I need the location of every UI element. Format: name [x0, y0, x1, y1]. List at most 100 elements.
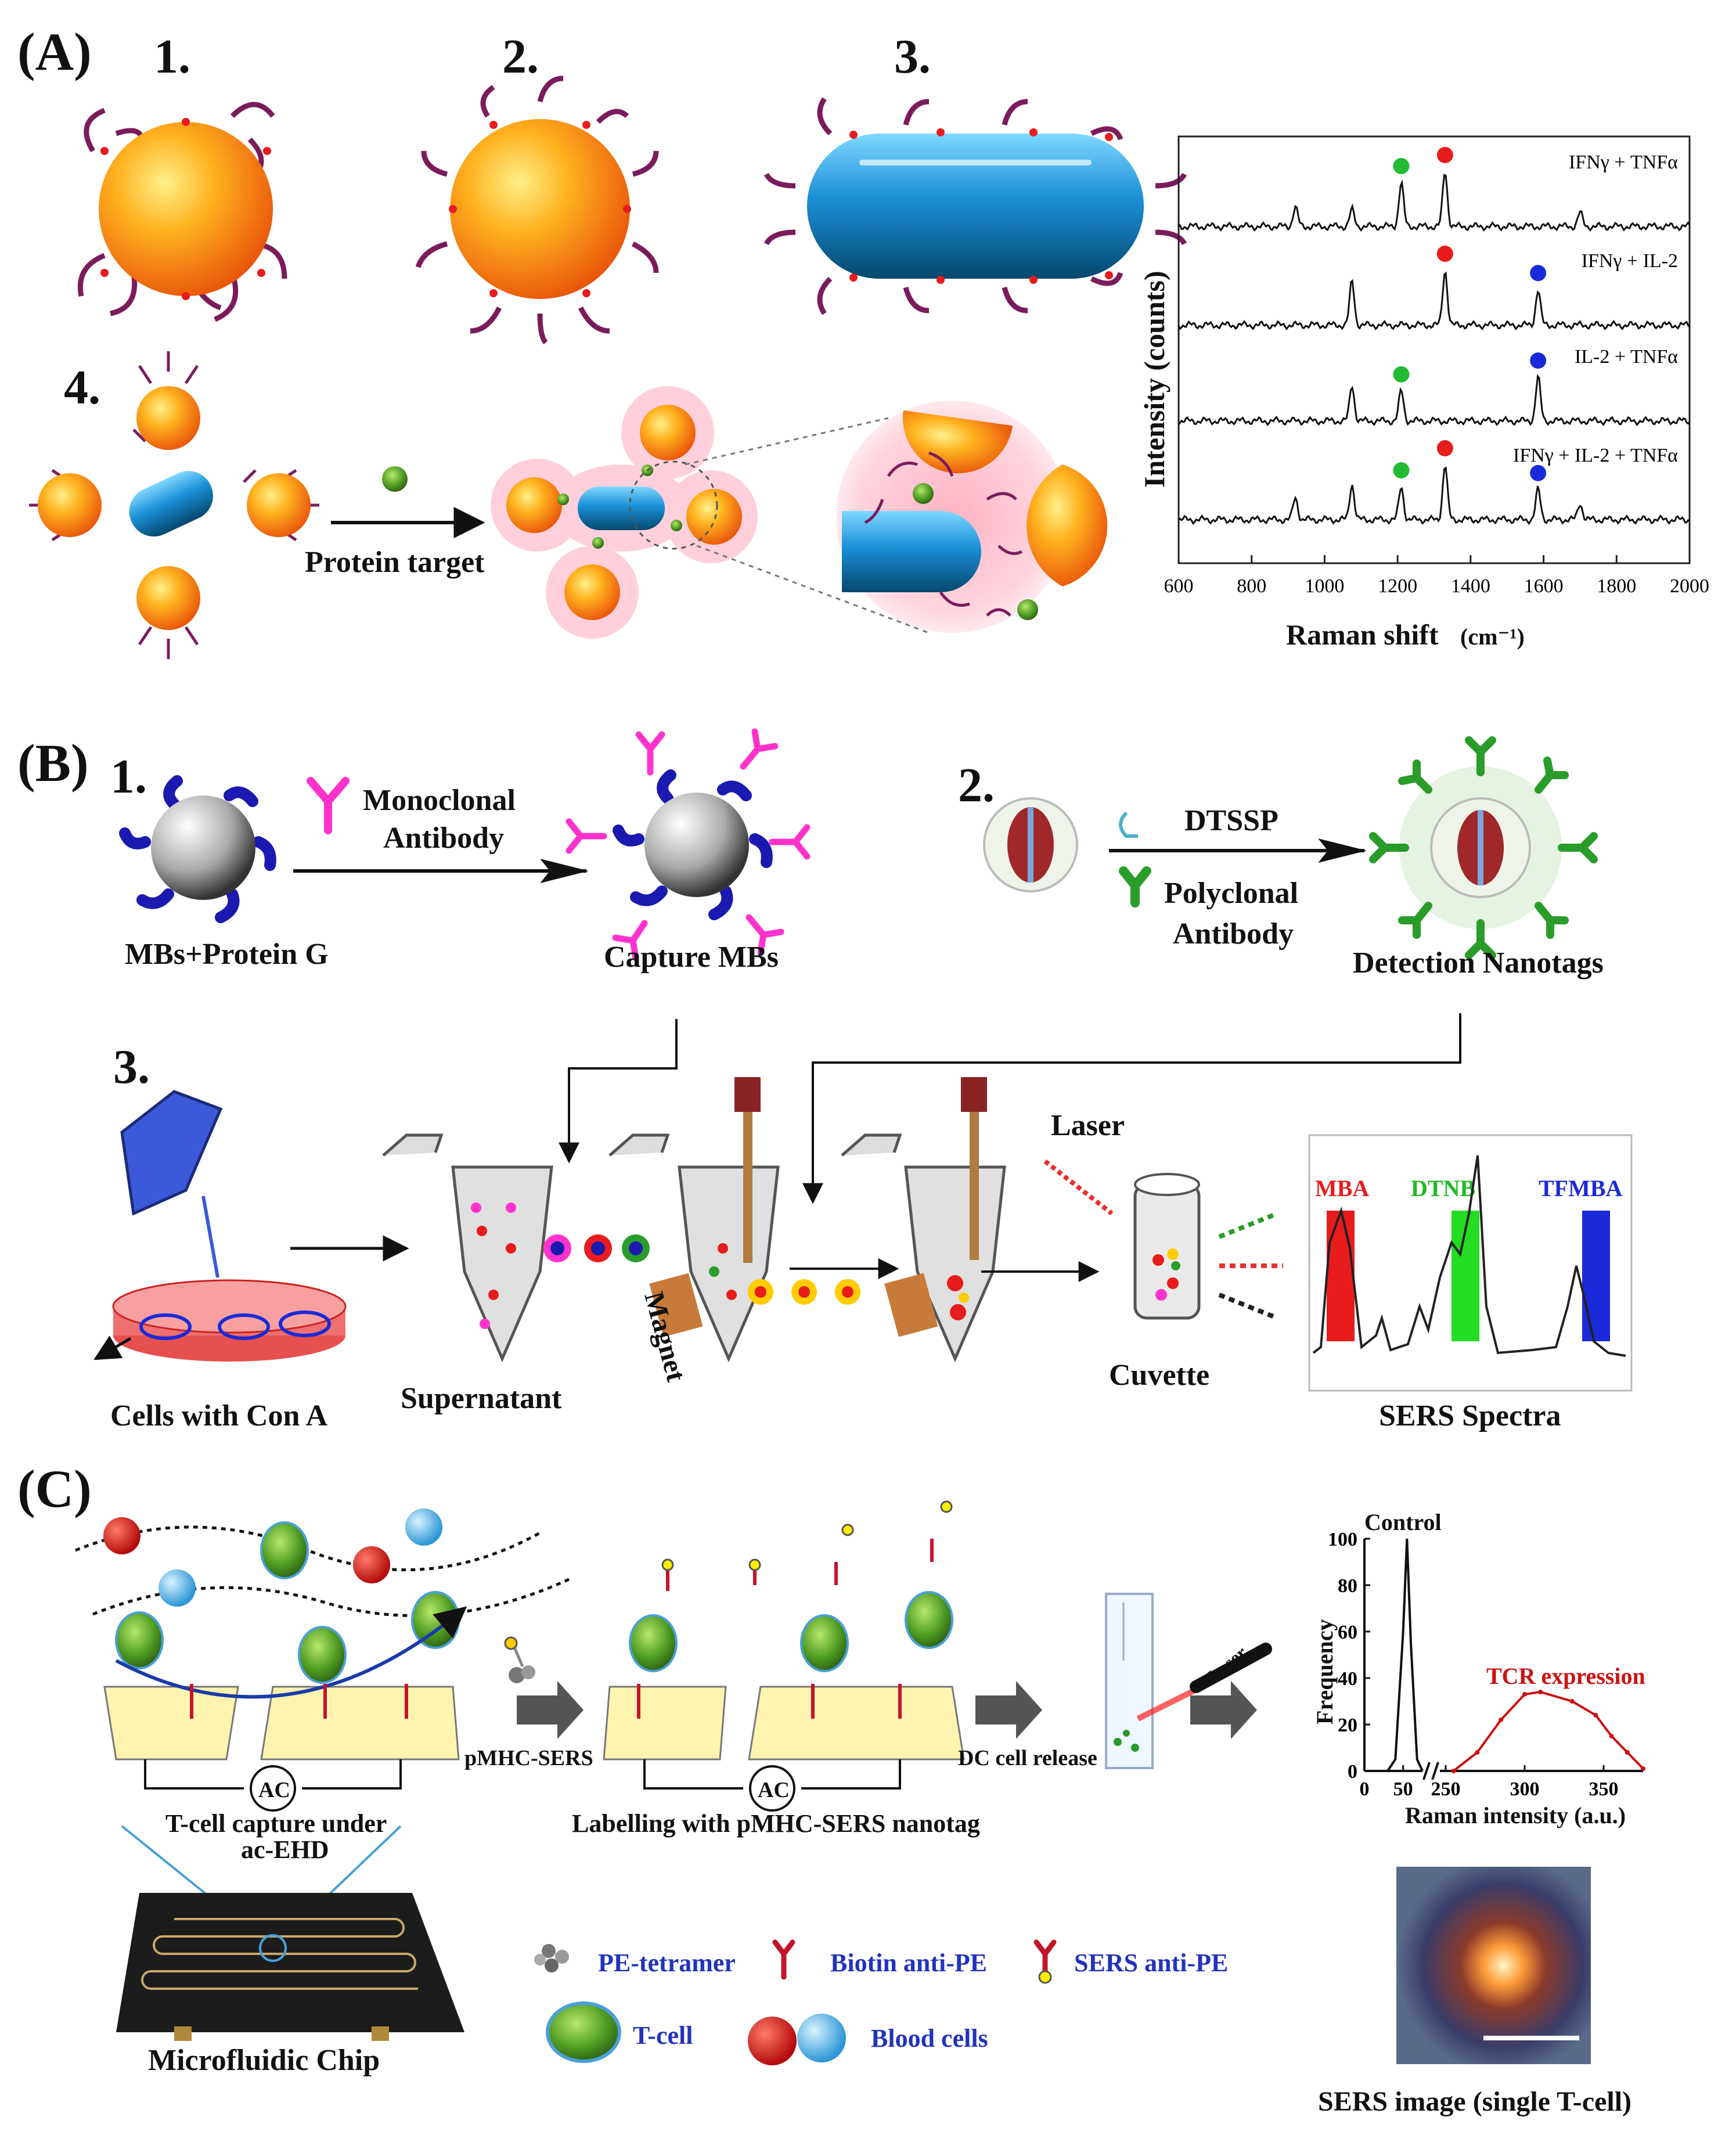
panel-b-label: (B) — [17, 733, 89, 793]
raman-series-2 — [1177, 374, 1691, 427]
gold-np-ligand-icon — [415, 75, 659, 345]
microfluidic-chip-label: Microfluidic Chip — [148, 2044, 380, 2077]
axis-break-icon — [1422, 1762, 1439, 1780]
panel-c: (C) AC T-cell capture under ac-EH — [17, 1459, 1645, 2117]
panel-b-step-1: 1. — [110, 750, 147, 804]
xtick-label-7: 2000 — [1670, 575, 1709, 597]
monoclonal-antibody-icon — [307, 777, 350, 834]
magnified-inset-icon — [836, 401, 1108, 633]
histogram-point — [1499, 1718, 1504, 1722]
xtick-c-label-0: 0 — [1360, 1778, 1370, 1800]
panel-c-label: (C) — [17, 1459, 92, 1518]
gold-nanorod-icon — [763, 97, 1187, 315]
nanotag-core-icon — [983, 797, 1078, 892]
ytick-label-3: 60 — [1338, 1622, 1357, 1643]
dtnb-label: DTNB — [1411, 1175, 1475, 1201]
histogram-point — [1522, 1692, 1527, 1697]
gold-np-antibody-icon — [77, 102, 287, 322]
polyclonal-antibody-icon — [1119, 866, 1151, 908]
pmhc-sers-label: pMHC-SERS — [464, 1746, 593, 1770]
cuvette-c-icon — [1105, 1593, 1198, 1769]
histogram-point — [1451, 1769, 1456, 1773]
panel-a-label: (A) — [17, 22, 92, 81]
xtick-label-0: 600 — [1164, 575, 1194, 597]
supernatant-label: Supernatant — [401, 1382, 562, 1415]
histogram-point — [1593, 1713, 1598, 1718]
pmhc-sers-icon — [504, 1636, 535, 1683]
xtick-label-5: 1600 — [1524, 575, 1564, 597]
panel-a-step-2: 2. — [502, 30, 539, 84]
peak-marker-green — [1393, 158, 1410, 174]
peak-marker-red — [1436, 147, 1453, 163]
mbs-protein-g-icon — [119, 775, 276, 923]
xtick-c-label-1: 50 — [1393, 1778, 1413, 1800]
tfmba-label: TFMBA — [1539, 1175, 1623, 1201]
xtick-label-4: 1400 — [1451, 575, 1490, 597]
ac-label-2: AC — [758, 1778, 790, 1802]
pe-tetramer-icon — [534, 1944, 569, 1972]
sers-spectra-label: SERS Spectra — [1379, 1399, 1561, 1432]
monoclonal-label-1: Monoclonal — [363, 784, 516, 817]
mba-band — [1327, 1211, 1355, 1341]
laser-beam-b — [1043, 1159, 1114, 1216]
polyclonal-label-2: Antibody — [1173, 917, 1294, 951]
polyclonal-label-1: Polyclonal — [1164, 877, 1298, 910]
panel-b-step-3: 3. — [113, 1040, 150, 1094]
legend: PE-tetramer Biotin anti-PE SERS anti-PE … — [534, 1939, 1228, 2065]
microfluidic-chip-icon — [116, 1825, 464, 2041]
histogram-series-1 — [1453, 1690, 1644, 1772]
detection-nanotag-flow-icon — [748, 1279, 860, 1305]
tube-final-icon — [841, 1077, 1006, 1363]
capture-mbs-icon — [566, 728, 811, 962]
ac-circuit-icon — [144, 1759, 402, 1812]
arrow-analysis — [1190, 1681, 1257, 1739]
red-blood-cell-icon — [748, 2017, 797, 2065]
legend-blood-cells: Blood cells — [871, 2024, 988, 2053]
series-label-1: IFNγ + IL-2 — [1582, 250, 1678, 272]
dtssp-label: DTSSP — [1184, 804, 1278, 837]
capture-chip-icon — [103, 1591, 467, 1760]
tube-magnet-icon — [608, 1077, 780, 1363]
peak-marker-red — [1436, 246, 1453, 262]
ac-circuit-2-icon — [643, 1759, 901, 1812]
arrow-release — [975, 1681, 1042, 1739]
xtick-c-label-3: 300 — [1510, 1778, 1540, 1800]
blue-blood-cell-icon — [797, 2014, 846, 2062]
blood-stream-icon — [75, 1508, 570, 1617]
xtick-label-3: 1200 — [1378, 575, 1417, 597]
tcr-histogram-xlabel: Raman intensity (a.u.) — [1405, 1802, 1626, 1828]
xtick-label-6: 1800 — [1597, 575, 1636, 597]
series-label-3: IFNγ + IL-2 + TNFα — [1513, 445, 1678, 466]
sers-spectrum-line — [1312, 1155, 1626, 1357]
raman-series-3 — [1178, 466, 1690, 525]
legend-t-cell: T-cell — [633, 2021, 693, 2050]
cells-con-a-label: Cells with Con A — [110, 1399, 328, 1432]
histogram-series-0 — [1386, 1538, 1424, 1772]
panel-b: (B) 1. 2. 3. Monoclonal Antibody MBs+Pro… — [17, 728, 1633, 1432]
raman-chart-a-xlabel-unit: (cm⁻¹) — [1460, 624, 1525, 650]
xtick-label-1: 800 — [1237, 575, 1266, 597]
panel-a-step-4: 4. — [64, 361, 100, 415]
peak-marker-red — [1436, 440, 1453, 456]
panel-a-step-1: 1. — [154, 30, 190, 84]
ytick-label-0: 0 — [1348, 1761, 1357, 1783]
laser-label-b: Laser — [1051, 1109, 1125, 1142]
detection-nanotags-label: Detection Nanotags — [1353, 946, 1604, 980]
raman-chart-a-lines — [1177, 174, 1691, 525]
raman-chart-a-xlabel: Raman shift — [1286, 618, 1439, 651]
legend-pe-tetramer: PE-tetramer — [598, 1949, 736, 1977]
scatter-lines-icon — [1218, 1211, 1283, 1320]
xtick-c-label-2: 250 — [1431, 1778, 1461, 1800]
arrow-pmhc — [517, 1681, 584, 1739]
labelling-label: Labelling with pMHC-SERS nanotag — [572, 1809, 980, 1838]
mbs-protein-g-label: MBs+Protein G — [125, 938, 329, 971]
legend-biotin-anti-pe: Biotin anti-PE — [830, 1949, 987, 1977]
dtssp-icon — [1119, 811, 1138, 838]
cuvette-label: Cuvette — [1109, 1359, 1209, 1392]
panel-a-step-3: 3. — [894, 30, 931, 84]
peak-marker-green — [1393, 366, 1410, 383]
raman-series-1 — [1177, 271, 1691, 331]
